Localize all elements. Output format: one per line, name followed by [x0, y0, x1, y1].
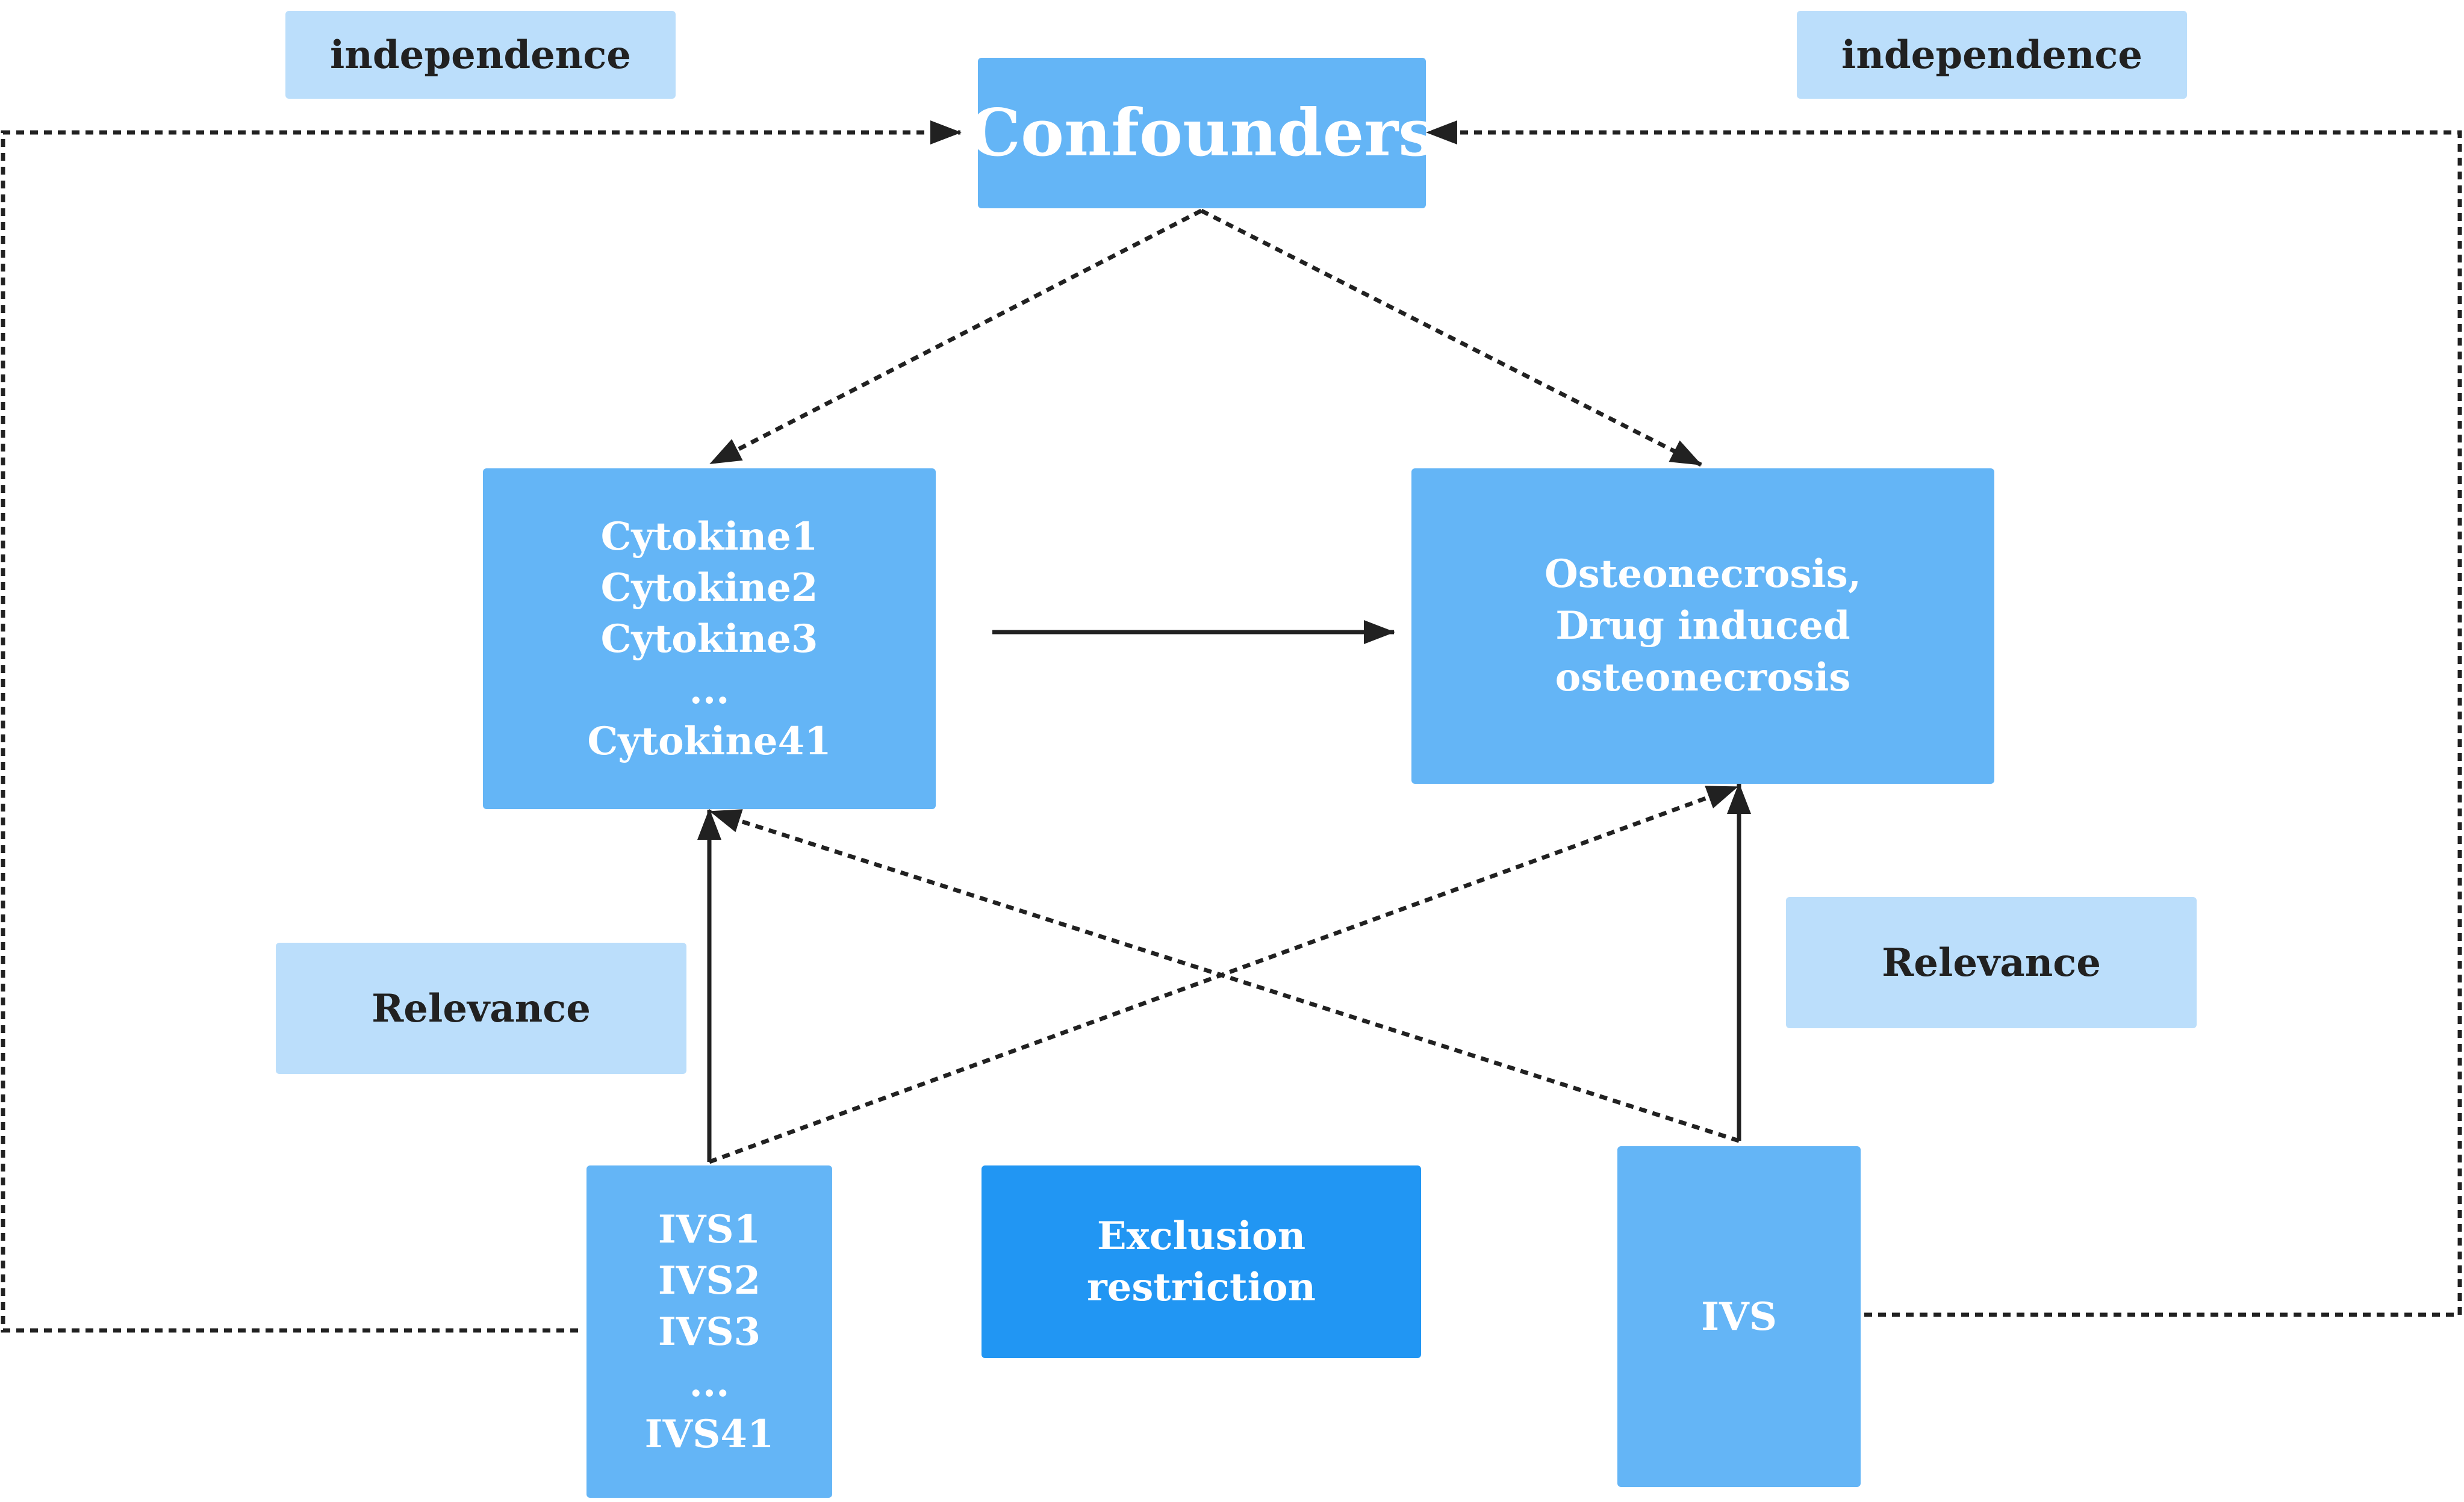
cytokine-line-2: Cytokine2 — [600, 565, 818, 610]
cytokine-line-3: Cytokine3 — [600, 616, 818, 662]
ivs-text: IVS — [1701, 1294, 1777, 1339]
relevance-right-text: Relevance — [1882, 940, 2101, 985]
outcome-line-2: Drug induced osteonecrosis — [1555, 603, 1851, 700]
ivs-line-5: IVS41 — [644, 1411, 774, 1457]
ivs-line-3: IVS3 — [658, 1309, 761, 1355]
independence-label-left: independence — [285, 11, 676, 99]
independence-label-right: independence — [1797, 11, 2187, 99]
edge-confounders-to-cytokines — [709, 208, 1202, 466]
independence-left-text: independence — [330, 32, 631, 78]
exclusion-line-1: Exclusion — [1097, 1214, 1306, 1259]
outcome-line-1: Osteonecrosis, — [1544, 551, 1862, 597]
independence-right-text: independence — [1841, 32, 2142, 78]
ivs-node: IVS — [1617, 1146, 1861, 1487]
ivs-list-node: IVS1 IVS2 IVS3 ... IVS41 — [586, 1165, 832, 1498]
cytokine-line-4: ... — [689, 667, 730, 713]
ivs-line-1: IVS1 — [658, 1206, 761, 1252]
ivs-line-4: ... — [689, 1360, 730, 1406]
edge-ivs-to-cytokines — [709, 809, 1740, 1143]
outcome-node: Osteonecrosis, Drug induced osteonecrosi… — [1411, 468, 1994, 784]
edge-ivs-to-confounders-right — [1426, 120, 2462, 1317]
relevance-left-text: Relevance — [372, 985, 591, 1031]
exclusion-line-2: restriction — [1086, 1265, 1316, 1310]
edge-confounders-to-outcome — [1200, 208, 1702, 467]
ivs-line-2: IVS2 — [658, 1258, 761, 1303]
confounders-text: Confounders — [969, 95, 1435, 171]
cytokine-line-1: Cytokine1 — [600, 514, 818, 559]
relevance-label-left: Relevance — [276, 943, 686, 1074]
relevance-label-right: Relevance — [1786, 897, 2197, 1028]
exclusion-restriction-node: Exclusion restriction — [982, 1165, 1421, 1358]
confounders-node: Confounders — [969, 58, 1435, 208]
cytokine-line-5: Cytokine41 — [587, 718, 832, 764]
cytokines-node: Cytokine1 Cytokine2 Cytokine3 ... Cytoki… — [483, 468, 936, 809]
